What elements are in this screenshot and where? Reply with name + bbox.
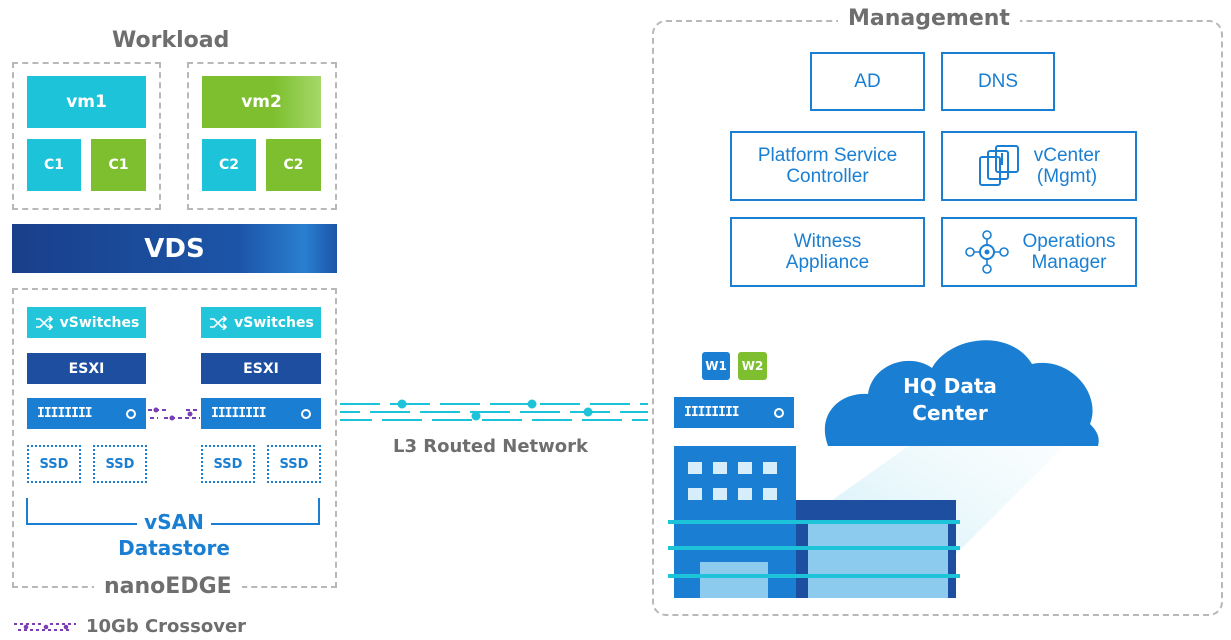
l3-network-link [340, 399, 648, 421]
power-led-icon [774, 407, 784, 418]
operations-manager-box[interactable]: Operations Manager [941, 217, 1137, 287]
vswitches-label: vSwitches [234, 314, 314, 331]
w1-label: W1 [705, 359, 727, 373]
nanoedge-title: nanoEDGE [94, 574, 242, 599]
ssd-disk: SSD [267, 445, 321, 483]
witness-tag-w1[interactable]: W1 [702, 352, 730, 380]
ssd-label: SSD [105, 456, 135, 472]
witness-line1: Witness [793, 231, 862, 252]
vsan-bracket [26, 498, 320, 525]
power-led-icon [126, 408, 136, 419]
ssd-disk: SSD [93, 445, 147, 483]
container-c2-a[interactable]: C2 [202, 139, 256, 191]
platform-service-controller-box[interactable]: Platform Service Controller [730, 131, 925, 201]
ssd-label: SSD [39, 456, 69, 472]
workload-group-2 [187, 62, 337, 210]
crossover-legend-label: 10Gb Crossover [86, 616, 247, 637]
server-right[interactable]: IIIIIIII [201, 398, 321, 429]
dns-box[interactable]: DNS [941, 52, 1055, 111]
cloud-label-line1: HQ Data [903, 374, 997, 398]
vm2-label: vm2 [241, 92, 282, 112]
server-bars-icon: IIIIIIII [37, 406, 93, 421]
witness-tag-w2[interactable]: W2 [738, 352, 767, 380]
vds-bar[interactable]: VDS [12, 224, 337, 273]
c2-label: C2 [218, 157, 239, 173]
crossover-legend-icon [14, 623, 76, 631]
c1-label: C1 [108, 157, 129, 173]
management-title: Management [838, 6, 1020, 31]
vm1-label: vm1 [66, 92, 107, 112]
vswitches-right[interactable]: vSwitches [201, 307, 321, 338]
witness-line2: Appliance [785, 252, 870, 273]
esxi-label: ESXI [68, 360, 105, 377]
datacenter-building [668, 446, 960, 598]
vcenter-box[interactable]: vCenter (Mgmt) [941, 131, 1137, 201]
vcenter-icon [978, 145, 1019, 186]
switch-icon [35, 315, 53, 330]
workload-title: Workload [102, 28, 240, 53]
workload-group-1 [12, 62, 161, 210]
vsan-datastore-label: Datastore [118, 536, 230, 560]
ssd-label: SSD [213, 456, 243, 472]
crossover-link [148, 407, 200, 421]
l3-network-label: L3 Routed Network [393, 436, 588, 457]
ops-line2: Manager [1031, 252, 1107, 273]
container-c1-a[interactable]: C1 [27, 139, 81, 191]
vcenter-line1: vCenter [1033, 145, 1101, 166]
c1-label: C1 [43, 157, 64, 173]
vswitches-left[interactable]: vSwitches [27, 307, 146, 338]
witness-appliance-box[interactable]: Witness Appliance [730, 217, 925, 287]
psc-line2: Controller [786, 166, 869, 187]
esxi-label: ESXI [243, 360, 279, 377]
vds-label: VDS [144, 233, 205, 264]
server-left[interactable]: IIIIIIII [27, 398, 146, 429]
container-c1-b[interactable]: C1 [91, 139, 146, 191]
server-bars-icon: IIIIIIII [684, 405, 740, 420]
esxi-left[interactable]: ESXI [27, 353, 146, 384]
psc-line1: Platform Service [757, 145, 898, 166]
ssd-disk: SSD [27, 445, 81, 483]
cloud-shape [824, 340, 1099, 446]
cloud-label-line2: Center [912, 401, 988, 425]
vm1-box[interactable]: vm1 [27, 76, 146, 128]
ssd-label: SSD [279, 456, 309, 472]
c2-label: C2 [283, 157, 304, 173]
switch-icon [210, 315, 228, 330]
vswitches-label: vSwitches [59, 314, 140, 331]
ops-line1: Operations [1022, 231, 1116, 252]
vsan-label: vSAN [144, 510, 204, 534]
server-bars-icon: IIIIIIII [211, 406, 267, 421]
w2-label: W2 [741, 359, 764, 373]
container-c2-b[interactable]: C2 [266, 139, 321, 191]
ad-box[interactable]: AD [810, 52, 925, 111]
esxi-right[interactable]: ESXI [201, 353, 321, 384]
vcenter-line2: (Mgmt) [1036, 166, 1098, 187]
hq-server[interactable]: IIIIIIII [674, 397, 794, 428]
ssd-disk: SSD [201, 445, 255, 483]
dns-label: DNS [977, 71, 1019, 92]
vm2-box[interactable]: vm2 [202, 76, 321, 128]
operations-gear-icon [964, 230, 1009, 274]
ad-label: AD [854, 71, 881, 92]
power-led-icon [301, 408, 311, 419]
